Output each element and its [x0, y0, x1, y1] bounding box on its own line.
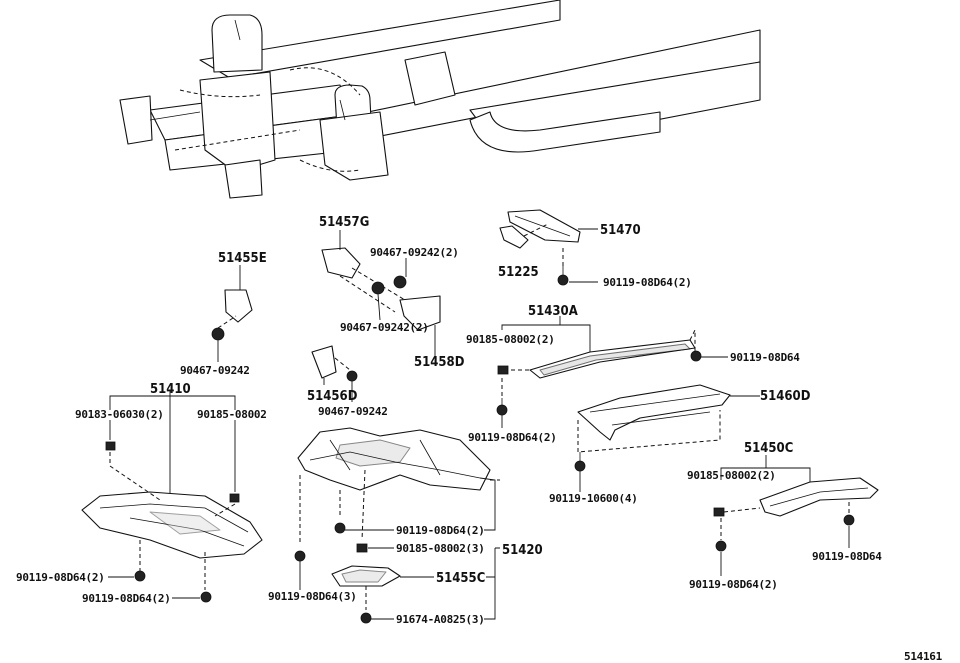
- label-90119-08D64a: 90119-08D64: [730, 351, 800, 364]
- part-51460D-assembly: [574, 384, 760, 492]
- label-51450C: 51450C: [744, 441, 793, 456]
- part-51450C-assembly: [713, 455, 879, 576]
- part-51457G-assembly: [321, 230, 441, 356]
- label-90467-09242b: 90467-09242: [318, 405, 388, 418]
- part-51420-assembly: [294, 427, 500, 624]
- diagram-id-label: 514161: [904, 650, 943, 663]
- part-51455E-assembly: [211, 265, 253, 362]
- label-90119-08D64-2f: 90119-08D64(2): [689, 578, 778, 591]
- part-51470-assembly: [499, 209, 598, 286]
- label-51470: 51470: [600, 223, 641, 238]
- label-51455E: 51455E: [218, 251, 267, 266]
- label-90119-08D64-3: 90119-08D64(3): [268, 590, 357, 603]
- label-51420: 51420: [502, 543, 543, 558]
- label-90467-09242a: 90467-09242: [180, 364, 250, 377]
- label-90183-06030-2: 90183-06030(2): [75, 408, 164, 421]
- label-51430A: 51430A: [528, 304, 578, 319]
- label-51460D: 51460D: [760, 389, 811, 404]
- label-90119-08D64-2b: 90119-08D64(2): [468, 431, 557, 444]
- label-51455C: 51455C: [436, 571, 485, 586]
- label-90185-08002-2b: 90185-08002(2): [687, 469, 776, 482]
- label-90119-08D64-2c: 90119-08D64(2): [396, 524, 485, 537]
- label-51458D: 51458D: [414, 355, 465, 370]
- label-51225: 51225: [498, 265, 539, 280]
- label-90467-09242-2b: 90467-09242(2): [340, 321, 429, 334]
- label-51456D: 51456D: [307, 389, 358, 404]
- label-90185-08002a: 90185-08002: [197, 408, 267, 421]
- part-51456D-assembly: [311, 345, 358, 402]
- label-90119-08D64-2a: 90119-08D64(2): [603, 276, 692, 289]
- label-51457G: 51457G: [319, 215, 369, 230]
- label-51410: 51410: [150, 382, 191, 397]
- label-90119-08D64b: 90119-08D64: [812, 550, 882, 563]
- label-90185-08002-2a: 90185-08002(2): [466, 333, 555, 346]
- part-51410-assembly: [81, 390, 263, 603]
- label-90467-09242-2a: 90467-09242(2): [370, 246, 459, 259]
- label-91674-A0825-3: 91674-A0825(3): [396, 613, 485, 626]
- label-90119-08D64-2d: 90119-08D64(2): [16, 571, 105, 584]
- vehicle-frame-illustration: [119, 0, 761, 199]
- part-51430A-assembly: [496, 316, 728, 428]
- label-90119-08D64-2e: 90119-08D64(2): [82, 592, 171, 605]
- label-90119-10600-4: 90119-10600(4): [549, 492, 638, 505]
- label-90185-08002-3: 90185-08002(3): [396, 542, 485, 555]
- part-labels: 51457G 51470 90467-09242(2) 51225 90119-…: [16, 215, 943, 663]
